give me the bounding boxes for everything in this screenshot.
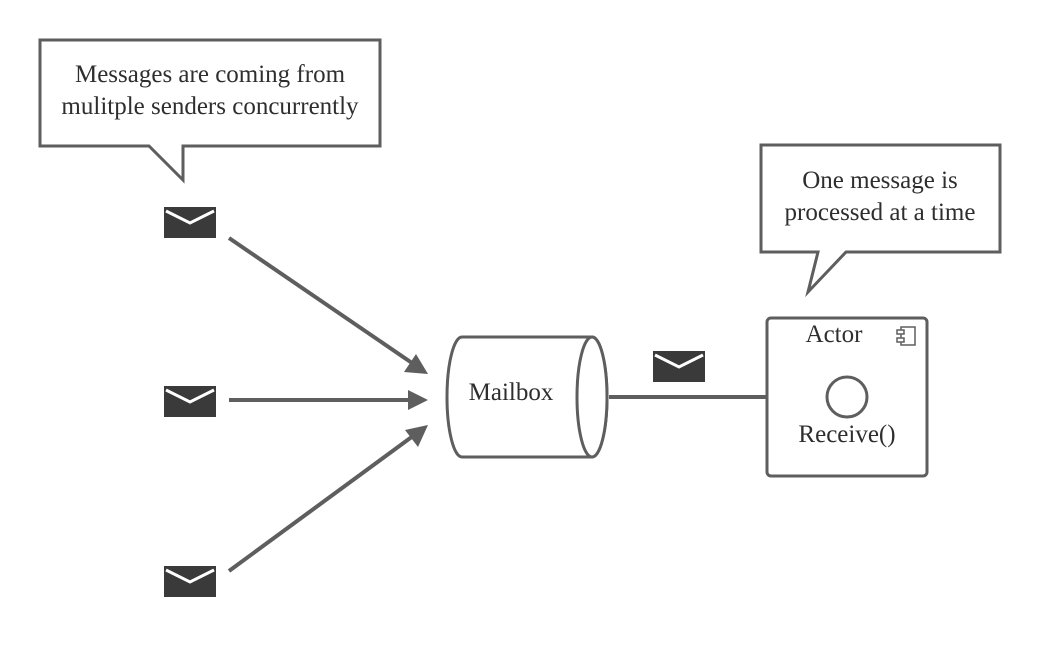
component-icon: [896, 326, 916, 346]
callout-senders-line-1: Messages are coming from: [75, 61, 346, 88]
actor-node: Actor Receive(): [765, 316, 929, 478]
receive-label: Receive(): [798, 421, 895, 448]
envelope-icon: [164, 386, 216, 417]
edge-sender-2-to-mailbox: [229, 390, 428, 410]
callout-senders-line-2: mulitple senders concurrently: [61, 93, 359, 120]
envelope-icon: [164, 566, 216, 597]
receive-port: [825, 375, 869, 419]
envelope-icon: [164, 207, 216, 238]
envelope-icon: [653, 351, 705, 382]
actor-title: Actor: [806, 321, 864, 348]
callout-processing: One message is processed at a time: [759, 143, 1002, 298]
edge-sender-3-to-mailbox: [227, 425, 428, 573]
callout-senders: Messages are coming from mulitple sender…: [38, 38, 382, 184]
callout-processing-line-2: processed at a time: [785, 199, 976, 226]
mailbox-label: Mailbox: [469, 379, 554, 406]
callout-processing-line-1: One message is: [802, 167, 958, 194]
edge-sender-1-to-mailbox: [227, 236, 428, 374]
mailbox-node: Mailbox: [445, 335, 609, 459]
